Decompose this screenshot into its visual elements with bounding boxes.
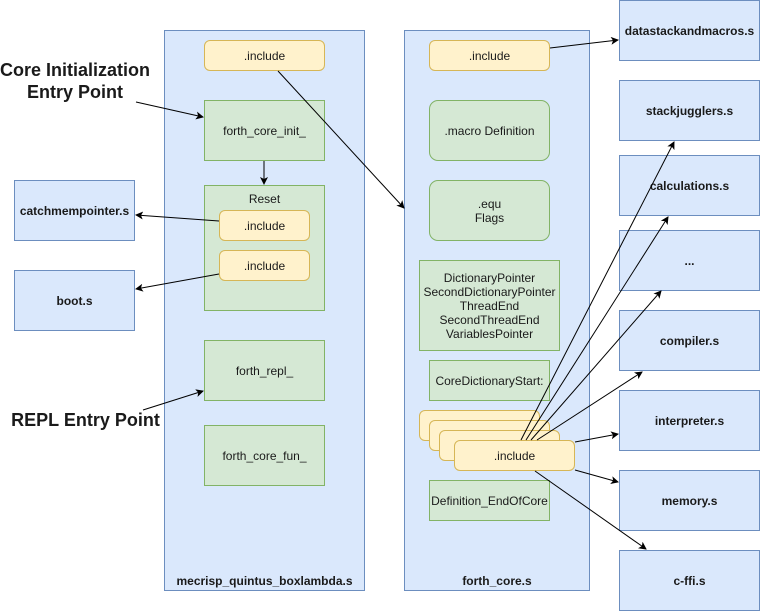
forth-core-container-label: forth_core.s [462,574,532,588]
reset-label: Reset [248,192,281,206]
file-interpreter[interactable]: interpreter.s [619,390,760,451]
file-catchmempointer[interactable]: catchmempointer.s [14,180,135,241]
reset-include-2[interactable]: .include [219,250,310,281]
file-ellipsis[interactable]: ... [619,230,760,291]
forth-repl-block[interactable]: forth_repl_ [204,340,325,401]
forth-core-fun-block[interactable]: forth_core_fun_ [204,425,325,486]
pointers-block[interactable]: DictionaryPointer SecondDictionaryPointe… [419,260,560,351]
core-dictionary-start-block[interactable]: CoreDictionaryStart: [429,360,550,401]
mecrisp-container-label: mecrisp_quintus_boxlambda.s [176,574,353,588]
file-calculations[interactable]: calculations.s [619,155,760,216]
forth-core-init-block[interactable]: forth_core_init_ [204,100,325,161]
repl-entry-label: REPL Entry Point [11,410,160,430]
file-c-ffi[interactable]: c-ffi.s [619,550,760,611]
mecrisp-include[interactable]: .include [204,40,325,71]
stacked-include-front[interactable]: .include [454,440,575,471]
file-datastackandmacros[interactable]: datastackandmacros.s [619,0,760,61]
file-stackjugglers[interactable]: stackjugglers.s [619,80,760,141]
equ-flags-block[interactable]: .equ Flags [429,180,550,241]
file-compiler[interactable]: compiler.s [619,310,760,371]
definition-end-of-core-block[interactable]: Definition_EndOfCore [429,480,550,521]
file-boot[interactable]: boot.s [14,270,135,331]
forth-core-include[interactable]: .include [429,40,550,71]
core-init-entry-label: Core Initialization Entry Point [0,60,151,102]
reset-include-1[interactable]: .include [219,210,310,241]
macro-definition-block[interactable]: .macro Definition [429,100,550,161]
file-memory[interactable]: memory.s [619,470,760,531]
